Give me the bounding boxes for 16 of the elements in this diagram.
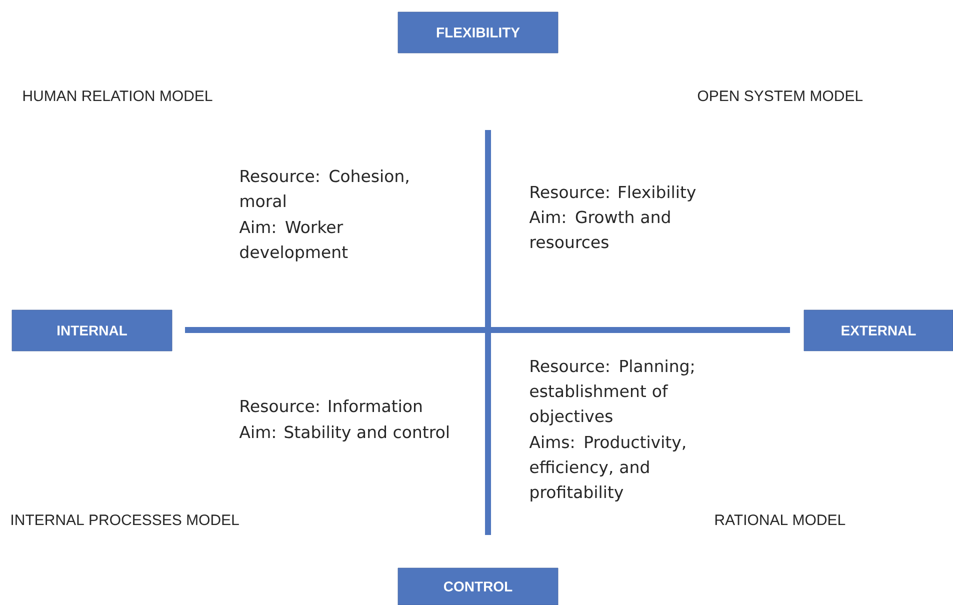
model-name: HUMAN RELATION MODEL [23, 90, 212, 102]
model-name: INTERNAL PROCESSES MODEL [12, 514, 239, 526]
axis-box: CONTROL [398, 568, 558, 605]
model-name: RATIONAL MODEL [715, 514, 846, 526]
quadrant-text: Resource: Planning; establishment of objectives [530, 359, 694, 426]
model-name: OPEN SYSTEM MODEL [698, 90, 863, 102]
quadrant-text: Aim: Growth and resources [529, 210, 670, 248]
quadrant-text: Resource: Cohesion, moral [240, 169, 408, 208]
axis-box: FLEXIBILITY [398, 12, 558, 54]
quadrant-text: Aim: Stability and control [239, 425, 448, 442]
quadrant-text: Resource: Information [240, 399, 422, 412]
quadrant-text: Aim: Worker development [239, 220, 348, 262]
quadrant-text: Resource: Flexibility [530, 185, 696, 202]
axis-box: INTERNAL [12, 310, 172, 352]
axis-box: EXTERNAL [804, 310, 953, 352]
quadrant-text: Aims: Productivity, efficiency, and profitability [529, 435, 686, 502]
